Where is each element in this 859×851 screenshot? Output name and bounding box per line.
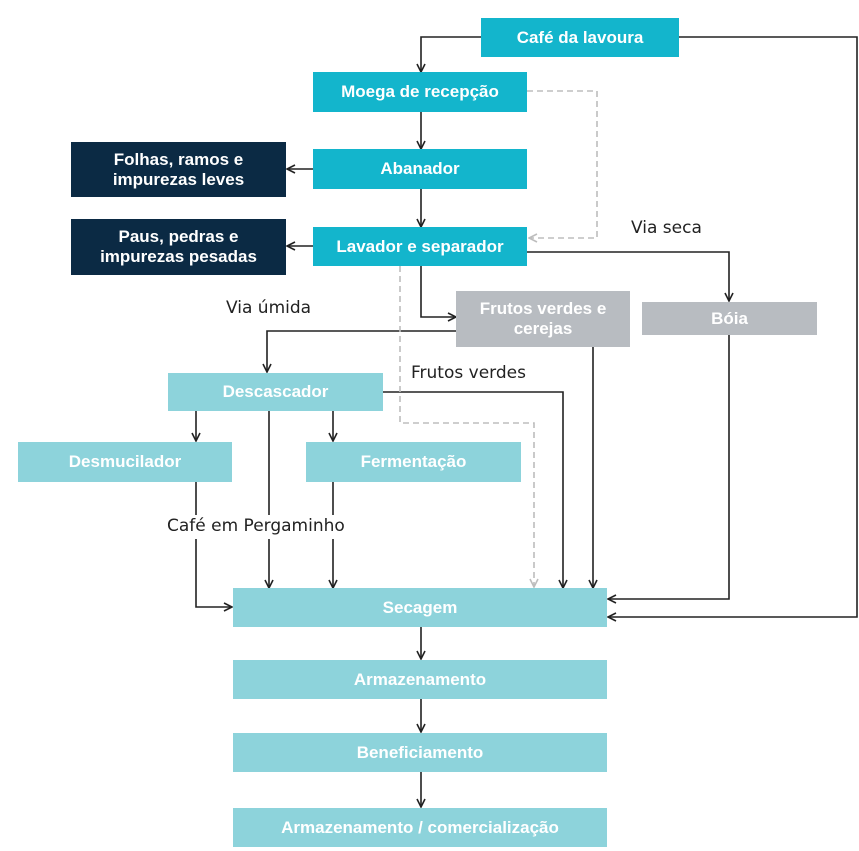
node-armazenamento: Armazenamento	[233, 660, 607, 699]
node-paus-pedras: Paus, pedras e impurezas pesadas	[71, 219, 286, 275]
node-label: Abanador	[380, 159, 460, 178]
node-label: Paus, pedras e impurezas pesadas	[100, 227, 257, 266]
node-label: Armazenamento	[353, 669, 487, 689]
node-lavador-e-separador: Lavador e separador	[313, 227, 527, 266]
node-label: Frutos verdes e cerejas	[479, 299, 607, 338]
node-label: Beneficiamento	[356, 742, 484, 762]
node-moega-de-recepcao: Moega de recepção	[313, 72, 527, 112]
arrow-boia-to-secagem	[608, 335, 730, 599]
node-label: Desmucilador	[68, 452, 182, 471]
node-label: Secagem	[382, 597, 458, 617]
label-via-seca: Via seca	[631, 218, 702, 238]
arrow-lavador-to-boia	[527, 251, 729, 301]
node-descascador: Descascador	[168, 373, 383, 411]
node-label: Bóia	[711, 308, 748, 328]
arrow-to-descascador	[267, 330, 456, 372]
node-abanador: Abanador	[313, 149, 527, 189]
dashed-arrow-moega-to-lavador	[527, 90, 598, 238]
arrow-lavoura-to-secagem	[608, 36, 858, 617]
pergaminho-label-mask	[166, 515, 362, 539]
node-beneficiamento: Beneficiamento	[233, 733, 607, 772]
node-frutos-verdes-e-cerejas: Frutos verdes e cerejas	[456, 291, 630, 347]
arrow-descascador-to-secagem	[383, 391, 563, 588]
label-frutos-verdes: Frutos verdes	[411, 363, 526, 383]
node-label: Moega de recepção	[341, 82, 499, 101]
node-label: Folhas, ramos e impurezas leves	[112, 149, 245, 189]
arrow-lavoura-to-moega	[421, 36, 481, 72]
arrow-lavador-to-frutos	[420, 266, 456, 317]
node-label: Café da lavoura	[516, 27, 644, 47]
node-cafe-da-lavoura: Café da lavoura	[481, 18, 679, 57]
node-label: Descascador	[222, 382, 329, 401]
node-label: Lavador e separador	[336, 236, 504, 256]
node-label: Armazenamento / comercialização	[281, 817, 559, 837]
label-via-umida: Via úmida	[226, 298, 312, 318]
node-armazenamento-comercializacao: Armazenamento / comercialização	[233, 808, 607, 847]
node-folhas-ramos: Folhas, ramos e impurezas leves	[71, 142, 286, 197]
node-desmucilador: Desmucilador	[18, 442, 232, 482]
node-label: Fermentação	[360, 452, 467, 471]
node-fermentacao: Fermentação	[306, 442, 521, 482]
label-cafe-em-pergaminho: Café em Pergaminho	[167, 516, 345, 536]
dashed-arrow-frutos-verdes-to-secagem	[399, 266, 534, 587]
arrow-desmucilador-to-secagem	[195, 482, 232, 607]
node-boia: Bóia	[642, 302, 817, 335]
node-secagem: Secagem	[233, 588, 607, 627]
